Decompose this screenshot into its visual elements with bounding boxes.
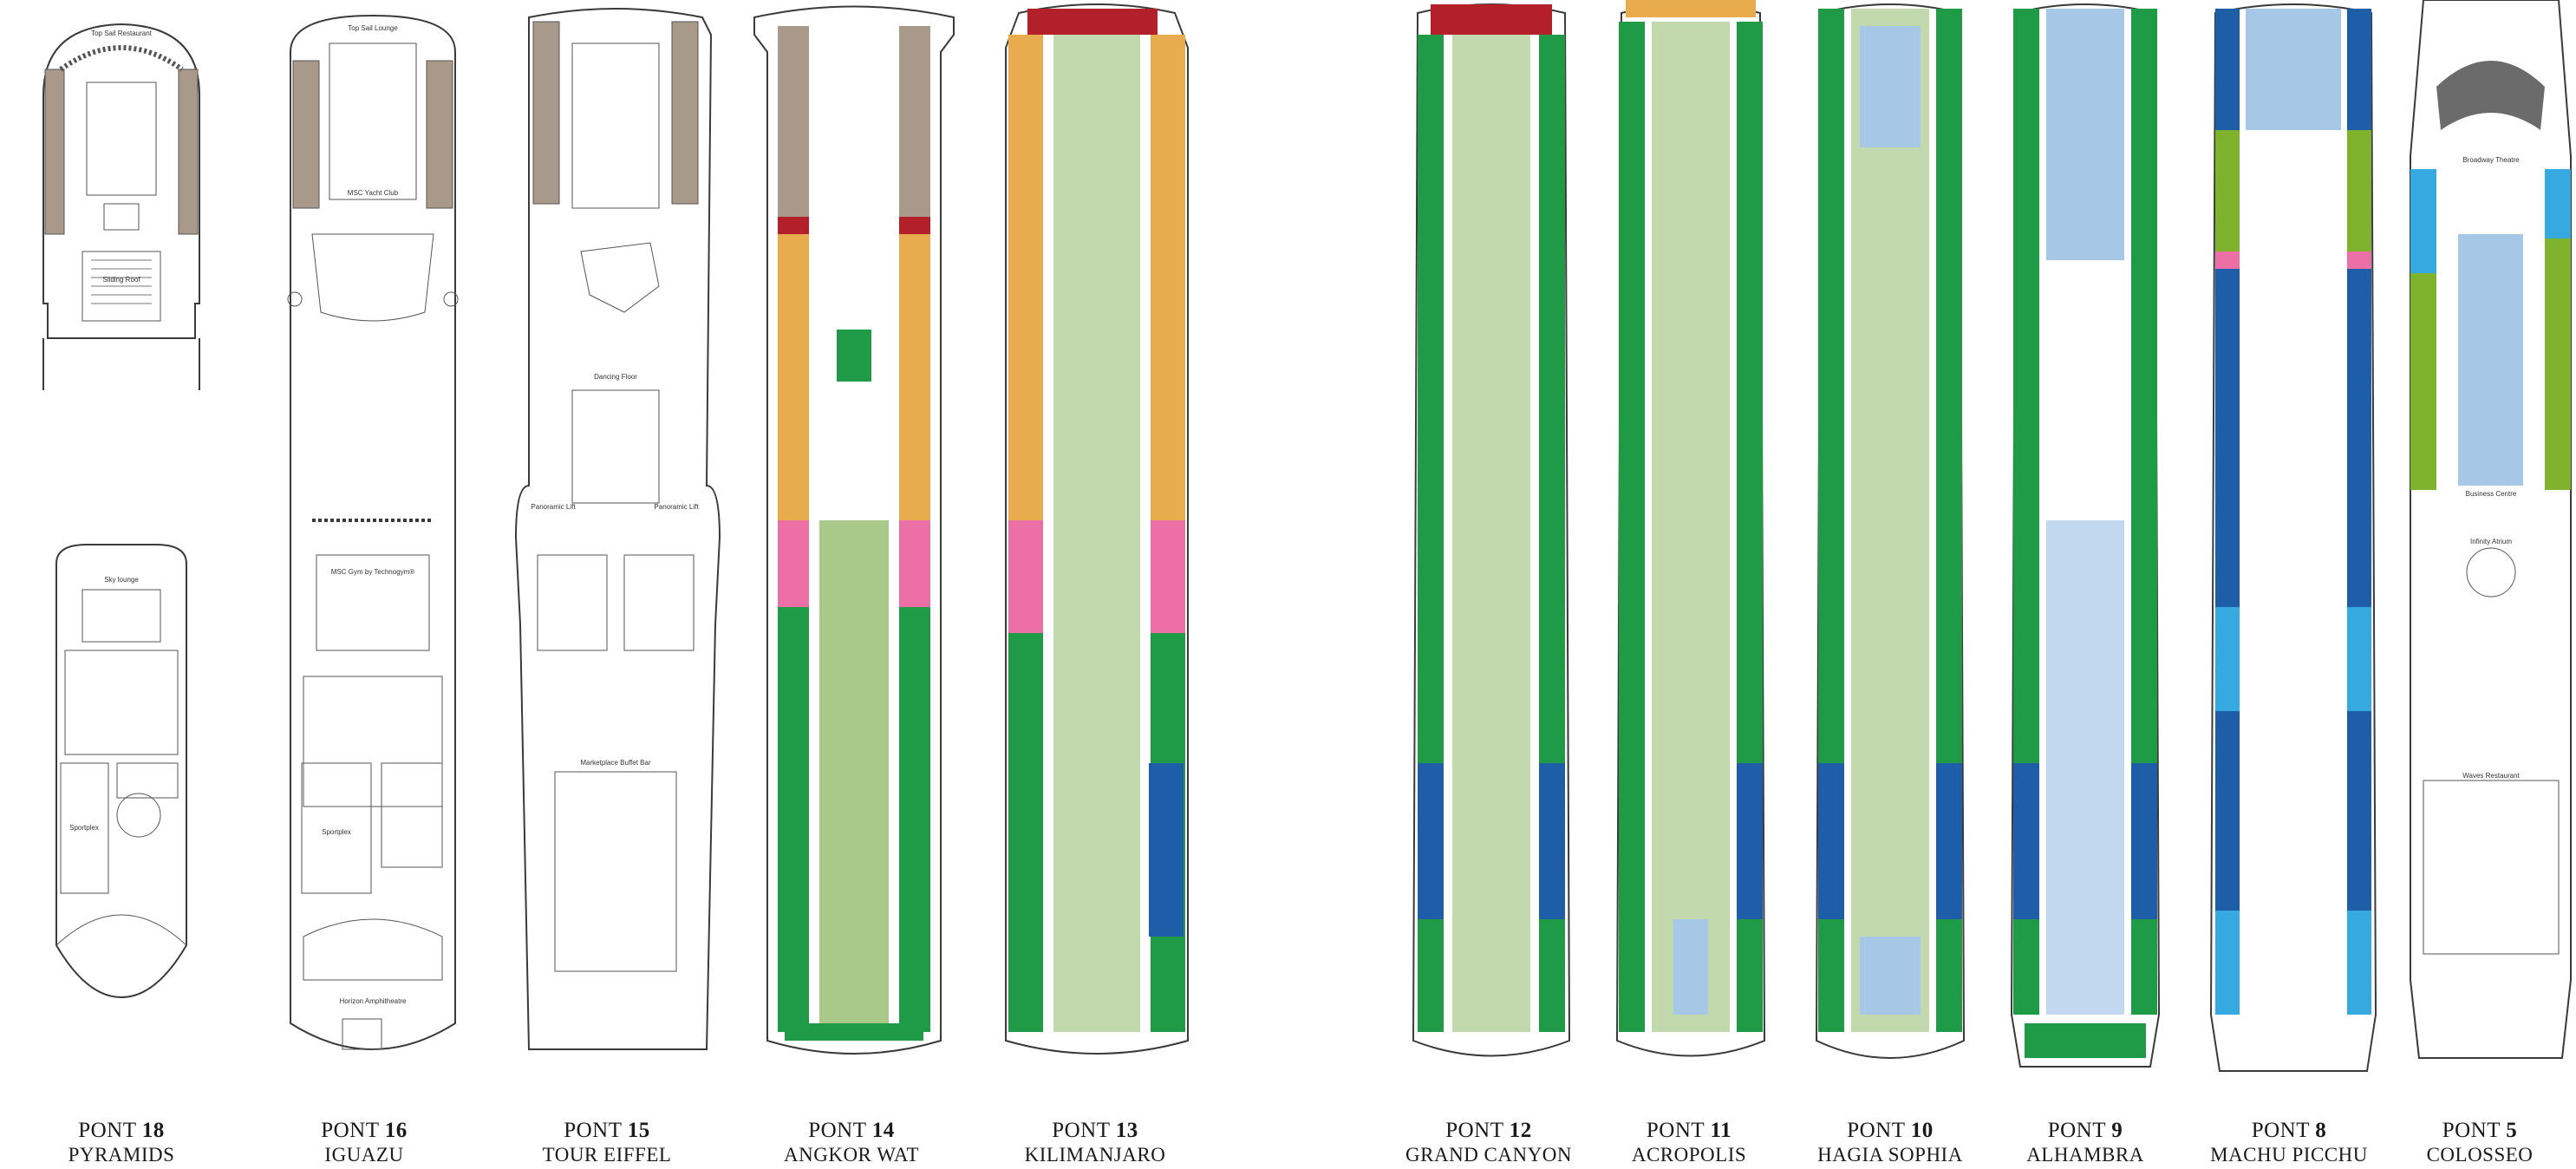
deck-plan-pont-11[interactable] <box>1608 0 1773 1075</box>
deck-label: Marketplace Buffet Bar <box>580 759 651 767</box>
deck-name: HAGIA SOPHIA <box>1817 1144 1963 1166</box>
deck-caption-pont-14: PONT 14 ANGKOR WAT <box>713 1119 990 1167</box>
deck-number: 18 <box>141 1119 165 1142</box>
deck-number: 14 <box>871 1119 895 1142</box>
deck-label: Waves Restaurant <box>2462 772 2520 780</box>
deck-label: MSC Yacht Club <box>347 189 399 197</box>
deck-12-drawing <box>1412 3 1571 1057</box>
pont-word: PONT <box>564 1119 623 1142</box>
deck-number: 16 <box>384 1119 408 1142</box>
deck-name: ACROPOLIS <box>1631 1144 1747 1166</box>
deck-label: Sportplex <box>69 824 99 832</box>
pont-word: PONT <box>1052 1119 1111 1142</box>
deck-caption-pont-16: PONT 16 IGUAZU <box>225 1119 503 1167</box>
pont-word: PONT <box>1646 1119 1705 1142</box>
deck-plan-pont-8[interactable] <box>2198 0 2389 1075</box>
deck-18-drawing <box>42 23 200 999</box>
deck-caption-pont-13: PONT 13 KILIMANJARO <box>956 1119 1234 1167</box>
deck-number: 11 <box>1710 1119 1732 1142</box>
deck-name: PYRAMIDS <box>68 1144 175 1166</box>
deck-caption-pont-10: PONT 10 HAGIA SOPHIA <box>1751 1119 2029 1167</box>
deck-plan-pont-16[interactable]: Top Sail Lounge MSC Yacht Club MSC Gym b… <box>277 0 468 1075</box>
deck-label: Top Sail Restaurant <box>91 29 152 37</box>
deck-caption-pont-12: PONT 12 GRAND CANYON <box>1350 1119 1627 1167</box>
deck-10-drawing <box>1815 3 1966 1059</box>
deck-caption-pont-9: PONT 9 ALHAMBRA <box>1947 1119 2224 1167</box>
deck-8-drawing <box>2209 3 2377 1072</box>
deck-plan-pont-9[interactable] <box>2003 0 2168 1075</box>
deck-plan-pont-14[interactable] <box>750 0 958 1075</box>
deck-label: Business Centre <box>2465 490 2517 498</box>
pont-word: PONT <box>808 1119 867 1142</box>
deck-name: MACHU PICCHU <box>2210 1144 2368 1166</box>
deck-name: GRAND CANYON <box>1405 1144 1572 1166</box>
deck-16-drawing <box>287 14 459 1050</box>
deck-label: Dancing Floor <box>594 373 637 381</box>
deck-9-drawing <box>2010 3 2161 1068</box>
deck-number: 15 <box>627 1119 650 1142</box>
deck-name: ALHAMBRA <box>2026 1144 2144 1166</box>
deck-number: 9 <box>2111 1119 2123 1142</box>
deck-label: Horizon Amphitheatre <box>339 997 407 1005</box>
deck-label: Infinity Atrium <box>2469 538 2513 545</box>
pont-word: PONT <box>1847 1119 1906 1142</box>
deck-5-drawing <box>2410 0 2572 1059</box>
deck-number: 5 <box>2506 1119 2518 1142</box>
pont-word: PONT <box>2047 1119 2106 1142</box>
deck-caption-pont-15: PONT 15 TOUR EIFFEL <box>468 1119 746 1167</box>
pont-word: PONT <box>2442 1119 2501 1142</box>
deck-number: 10 <box>1910 1119 1934 1142</box>
deck-label: Broadway Theatre <box>2462 156 2520 164</box>
pont-word: PONT <box>1445 1119 1504 1142</box>
deck-11-drawing <box>1615 0 1766 1057</box>
deck-plan-pont-13[interactable] <box>993 0 1201 1075</box>
deck-name: TOUR EIFFEL <box>542 1144 672 1166</box>
deck-name: IGUAZU <box>324 1144 404 1166</box>
pont-word: PONT <box>2251 1119 2310 1142</box>
deck-label: Panoramic Lift <box>654 503 699 511</box>
deck-caption-pont-5: PONT 5 COLOSSEO <box>2341 1119 2576 1167</box>
deck-name: ANGKOR WAT <box>784 1144 919 1166</box>
deck-caption-pont-11: PONT 11 ACROPOLIS <box>1550 1119 1828 1167</box>
deck-name: KILIMANJARO <box>1024 1144 1166 1166</box>
deck-plan-pont-18[interactable]: Top Sail Restaurant Sliding Roof Sky lou… <box>35 0 208 1006</box>
deck-name: COLOSSEO <box>2426 1144 2534 1166</box>
deck-15-drawing <box>514 8 721 1050</box>
deck-14-drawing <box>753 5 955 1055</box>
deck-plan-pont-10[interactable] <box>1808 0 1973 1075</box>
deck-label: Top Sail Lounge <box>348 24 398 32</box>
pont-word: PONT <box>321 1119 380 1142</box>
deck-13-drawing <box>1005 3 1189 1055</box>
deck-label: Sportplex <box>322 828 351 836</box>
deck-plan-pont-5[interactable]: Broadway Theatre Business Centre Infinit… <box>2406 0 2576 1075</box>
deck-label: Panoramic Lift <box>531 503 576 511</box>
deck-label: Sliding Roof <box>102 276 140 284</box>
deck-plan-pont-15[interactable]: Dancing Floor Panoramic Lift Panoramic L… <box>512 0 721 1075</box>
pont-word: PONT <box>78 1119 137 1142</box>
deck-label: MSC Gym by Technogym® <box>330 568 415 576</box>
deck-plan-pont-12[interactable] <box>1405 0 1578 1075</box>
deck-label: Sky lounge <box>104 576 139 584</box>
deck-caption-pont-18: PONT 18 PYRAMIDS <box>0 1119 260 1167</box>
deck-number: 8 <box>2315 1119 2327 1142</box>
deck-caption-pont-8: PONT 8 MACHU PICCHU <box>2150 1119 2428 1167</box>
deck-number: 12 <box>1509 1119 1532 1142</box>
deck-number: 13 <box>1115 1119 1138 1142</box>
